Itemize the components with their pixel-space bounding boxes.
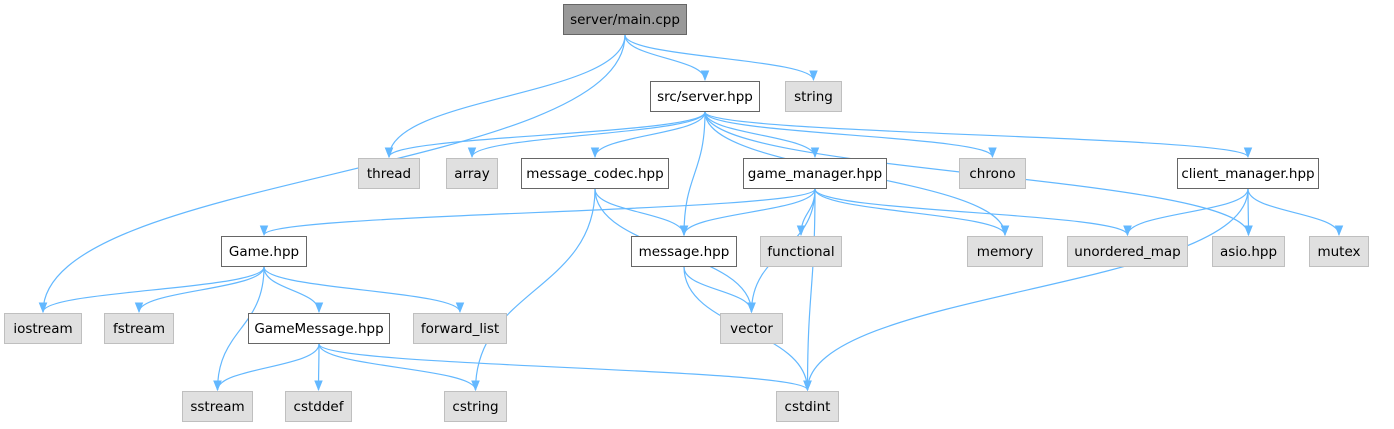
node-memory: memory (967, 236, 1043, 267)
node-forward-list: forward_list (413, 313, 507, 344)
edge-server-to-chrono (704, 111, 997, 159)
node-asio-hpp: asio.hpp (1212, 236, 1285, 267)
edge-server-to-codec (590, 111, 706, 159)
node-string: string (785, 81, 842, 112)
edge-server-to-array (467, 111, 706, 159)
node-cstddef: cstddef (285, 391, 352, 422)
node-server-main-cpp[interactable]: server/main.cpp (563, 4, 687, 35)
node-vector: vector (720, 313, 783, 344)
edge-main-to-thread (384, 34, 626, 159)
node-message-hpp[interactable]: message.hpp (631, 236, 737, 267)
edge-gmsg-to-cstring (318, 343, 480, 392)
edge-gm-to-game (259, 188, 816, 237)
edge-server-to-thread (384, 111, 706, 159)
edge-server-to-cm (704, 111, 1253, 159)
node-gamemessage-hpp[interactable]: GameMessage.hpp (248, 313, 390, 344)
edge-codec-to-message (594, 188, 689, 237)
edge-game-to-fstream (134, 266, 265, 314)
node-fstream: fstream (104, 313, 174, 344)
edge-gm-to-memory (814, 188, 1010, 237)
node-iostream: iostream (4, 313, 82, 344)
edge-main-to-server (624, 34, 710, 82)
edge-gm-to-message (679, 188, 816, 237)
edge-game-to-sstream (213, 266, 265, 392)
edge-codec-to-cstring (471, 188, 596, 392)
edge-main-to-string (624, 34, 818, 82)
edge-game-to-gmsg (263, 266, 324, 314)
node-game-hpp[interactable]: Game.hpp (221, 236, 307, 267)
node-thread: thread (358, 158, 420, 189)
node-cstdint: cstdint (776, 391, 839, 422)
edge-message-to-vector (683, 266, 756, 314)
edge-cm-to-mutex (1247, 188, 1344, 237)
node-cstring: cstring (444, 391, 507, 422)
edge-server-to-gm (704, 111, 820, 159)
edge-server-to-message (679, 111, 706, 237)
node-src-server-hpp[interactable]: src/server.hpp (650, 81, 760, 112)
node-mutex: mutex (1309, 236, 1369, 267)
edge-cm-to-asio (1244, 188, 1253, 237)
edge-cm-to-cstdint (803, 188, 1249, 392)
node-sstream: sstream (182, 391, 253, 422)
node-unordered-map: unordered_map (1067, 236, 1188, 267)
node-client-manager-hpp[interactable]: client_manager.hpp (1177, 158, 1319, 189)
node-game-manager-hpp[interactable]: game_manager.hpp (743, 158, 887, 189)
node-functional: functional (760, 236, 842, 267)
edge-gmsg-to-sstream (213, 343, 320, 392)
edge-gm-to-umap (814, 188, 1132, 237)
edge-gmsg-to-cstddef (314, 343, 323, 392)
node-message-codec-hpp[interactable]: message_codec.hpp (521, 158, 669, 189)
edge-cm-to-umap (1123, 188, 1249, 237)
edge-game-to-iostream (38, 266, 265, 314)
node-chrono: chrono (959, 158, 1026, 189)
edge-gmsg-to-cstdint (318, 343, 812, 392)
edge-game-to-flist (263, 266, 465, 314)
node-array: array (446, 158, 498, 189)
edge-gm-to-cstdint (803, 188, 816, 392)
edge-main-to-iostream (38, 34, 626, 314)
